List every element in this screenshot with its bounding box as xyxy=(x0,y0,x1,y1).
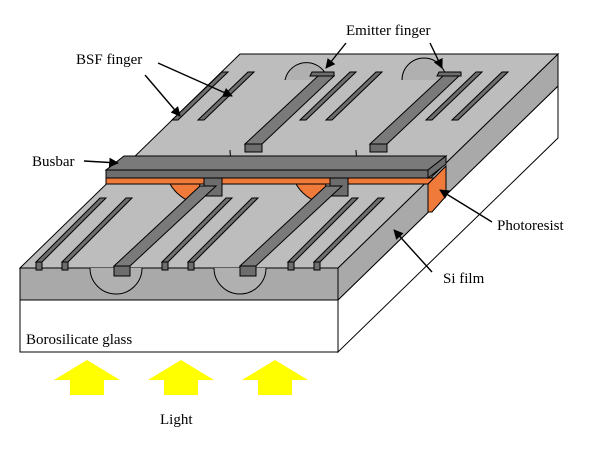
bsf-finger-label: BSF finger xyxy=(76,52,142,68)
bsf-finger-end xyxy=(313,261,321,271)
bsf-finger xyxy=(170,71,230,121)
bsf-finger-end xyxy=(187,261,195,271)
busbar xyxy=(104,154,448,197)
photoresist-callout-arrow xyxy=(439,189,493,223)
light-label: Light xyxy=(160,412,193,428)
emitter-finger-front xyxy=(113,265,131,277)
busbar-callout-arrow xyxy=(83,157,119,168)
bsf-finger-end xyxy=(35,261,43,271)
si-film-callout-arrow xyxy=(393,229,433,273)
bsf-finger-end xyxy=(61,261,69,271)
light-arrow xyxy=(54,360,120,395)
bsf-finger xyxy=(298,71,358,121)
light-arrows xyxy=(54,360,308,395)
bsf-finger-end xyxy=(161,261,169,271)
glass-substrate xyxy=(19,84,559,354)
busbar-top xyxy=(104,155,448,171)
bsf-callout-arrow xyxy=(144,74,181,117)
busbar-side xyxy=(427,154,447,180)
front-fingers xyxy=(34,185,386,277)
photoresist-layer xyxy=(105,164,447,213)
glass-label: Borosilicate glass xyxy=(26,332,132,348)
bsf-finger-end xyxy=(287,261,295,271)
bsf-callout-arrow xyxy=(157,62,233,97)
emitter-finger-top xyxy=(436,71,462,77)
photoresist-edge xyxy=(427,164,447,213)
light-arrow xyxy=(242,360,308,395)
bsf-finger xyxy=(450,71,510,121)
photoresist-strip xyxy=(105,177,441,185)
labels: Emitter finger BSF finger Busbar Photore… xyxy=(26,23,565,428)
emitter-finger-front xyxy=(239,265,257,277)
emitter-finger-label: Emitter finger xyxy=(346,23,431,39)
emitter-callout-arrow xyxy=(429,42,443,69)
emitter-finger-front xyxy=(369,143,388,153)
bsf-finger xyxy=(324,71,384,121)
emitter-callout-arrow xyxy=(325,42,347,69)
busbar-front xyxy=(105,169,429,179)
bsf-finger xyxy=(424,71,484,121)
si-film-front-face xyxy=(19,267,339,301)
emitter-finger-front xyxy=(244,143,263,153)
light-arrow xyxy=(148,360,214,395)
photoresist-label: Photoresist xyxy=(497,218,565,234)
callout-arrows xyxy=(83,42,493,273)
busbar-label: Busbar xyxy=(32,154,75,170)
emitter-finger-top xyxy=(309,71,335,77)
si-film-label: Si film xyxy=(443,271,485,287)
